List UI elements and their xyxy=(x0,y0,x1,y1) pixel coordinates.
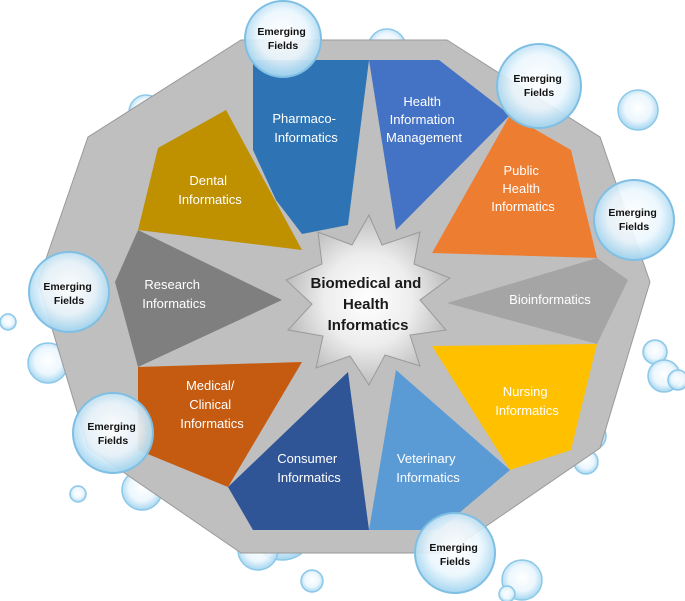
bubble-label: Emerging Fields xyxy=(257,26,308,52)
segment-label: Consumer Informatics xyxy=(277,451,341,485)
bubble-circle xyxy=(414,512,496,594)
bubble-label: Emerging Fields xyxy=(43,281,94,307)
segment-research-informatics xyxy=(115,230,282,367)
label-line: Bioinformatics xyxy=(509,292,591,307)
bubble-label-line: Emerging xyxy=(429,542,477,554)
bubble-label-line: Fields xyxy=(619,221,650,233)
segment-label: Pharmaco- Informatics xyxy=(272,111,339,145)
label-line: Management xyxy=(386,130,462,145)
center-title-line: Informatics xyxy=(328,317,409,334)
segment-labels: Pharmaco- Informatics Health Information… xyxy=(142,94,591,485)
label-line: Informatics xyxy=(495,403,559,418)
segment-pharmaco-informatics xyxy=(253,60,369,234)
bubble-label-line: Emerging xyxy=(257,26,305,38)
bubble-label: Emerging Fields xyxy=(429,542,480,568)
bubble-label-line: Fields xyxy=(440,556,471,568)
label-line: Information xyxy=(390,112,455,127)
bubble-label-line: Emerging xyxy=(43,281,91,293)
segment-label: Medical/ Clinical Informatics xyxy=(180,378,244,431)
label-line: Public xyxy=(503,163,539,178)
label-line: Health xyxy=(403,94,441,109)
label-line: Nursing xyxy=(503,384,548,399)
bubble-circle xyxy=(28,251,110,333)
bubble-decor xyxy=(300,569,324,593)
bubble-label-line: Emerging xyxy=(87,421,135,433)
label-line: Informatics xyxy=(178,192,242,207)
bubble-decor xyxy=(498,585,516,601)
bubble-decor xyxy=(617,89,659,131)
center-hub xyxy=(285,213,452,386)
emerging-fields-bubble: Emerging Fields xyxy=(496,43,582,129)
bubble-decor xyxy=(0,313,17,331)
segment-dental-informatics xyxy=(138,110,302,250)
informatics-segments xyxy=(115,60,628,530)
segment-health-information-management xyxy=(369,60,510,230)
segment-label: Veterinary Informatics xyxy=(396,451,460,485)
center-title: Biomedical and Health Informatics xyxy=(310,275,425,334)
emerging-fields-bubble: Emerging Fields xyxy=(72,392,154,474)
bubble-label-line: Fields xyxy=(268,40,299,52)
segment-public-health-informatics xyxy=(432,115,597,258)
emerging-fields-bubble: Emerging Fields xyxy=(414,512,496,594)
label-line: Informatics xyxy=(274,130,338,145)
label-line: Veterinary xyxy=(397,451,456,466)
bubble-label-line: Emerging xyxy=(608,207,656,219)
bubble-decor xyxy=(69,485,87,503)
segment-label: Public Health Informatics xyxy=(491,163,555,214)
emerging-fields-bubble: Emerging Fields xyxy=(593,179,675,261)
label-line: Informatics xyxy=(396,470,460,485)
label-line: Clinical xyxy=(189,397,231,412)
segment-label: Nursing Informatics xyxy=(495,384,559,418)
center-title-line: Biomedical and xyxy=(310,275,421,292)
bubble-circle xyxy=(72,392,154,474)
segment-medical-clinical-informatics xyxy=(138,362,302,487)
segment-label: Health Information Management xyxy=(386,94,462,145)
bubble-label: Emerging Fields xyxy=(87,421,138,447)
center-title-line: Health xyxy=(343,296,389,313)
segment-label: Dental Informatics xyxy=(178,173,242,207)
label-line: Informatics xyxy=(277,470,341,485)
emerging-fields-bubble: Emerging Fields xyxy=(244,0,322,78)
segment-nursing-informatics xyxy=(432,344,597,470)
bubble-circle xyxy=(244,0,322,78)
segment-label: Research Informatics xyxy=(142,277,206,311)
label-line: Research xyxy=(144,277,200,292)
bubble-label: Emerging Fields xyxy=(608,207,659,233)
label-line: Informatics xyxy=(180,416,244,431)
label-line: Consumer xyxy=(277,451,338,466)
bubble-decor xyxy=(667,369,685,391)
bubble-label-line: Emerging xyxy=(513,73,561,85)
label-line: Health xyxy=(502,181,540,196)
segment-bioinformatics xyxy=(447,258,628,344)
bubble-circle xyxy=(593,179,675,261)
segment-label: Bioinformatics xyxy=(509,292,591,307)
label-line: Informatics xyxy=(142,296,206,311)
segment-consumer-informatics xyxy=(228,372,369,530)
emerging-fields-bubble: Emerging Fields xyxy=(28,251,110,333)
label-line: Informatics xyxy=(491,199,555,214)
bubble-label-line: Fields xyxy=(98,435,129,447)
segment-veterinary-informatics xyxy=(369,370,510,530)
bubble-label-line: Fields xyxy=(524,87,555,99)
label-line: Dental xyxy=(189,173,227,188)
bubble-label-line: Fields xyxy=(54,295,85,307)
label-line: Medical/ xyxy=(186,378,235,393)
bubble-label: Emerging Fields xyxy=(513,73,564,99)
label-line: Pharmaco- xyxy=(272,111,336,126)
bubble-circle xyxy=(496,43,582,129)
emerging-fields-bubbles: Emerging Fields Emerging Fields Emerging… xyxy=(28,0,675,594)
